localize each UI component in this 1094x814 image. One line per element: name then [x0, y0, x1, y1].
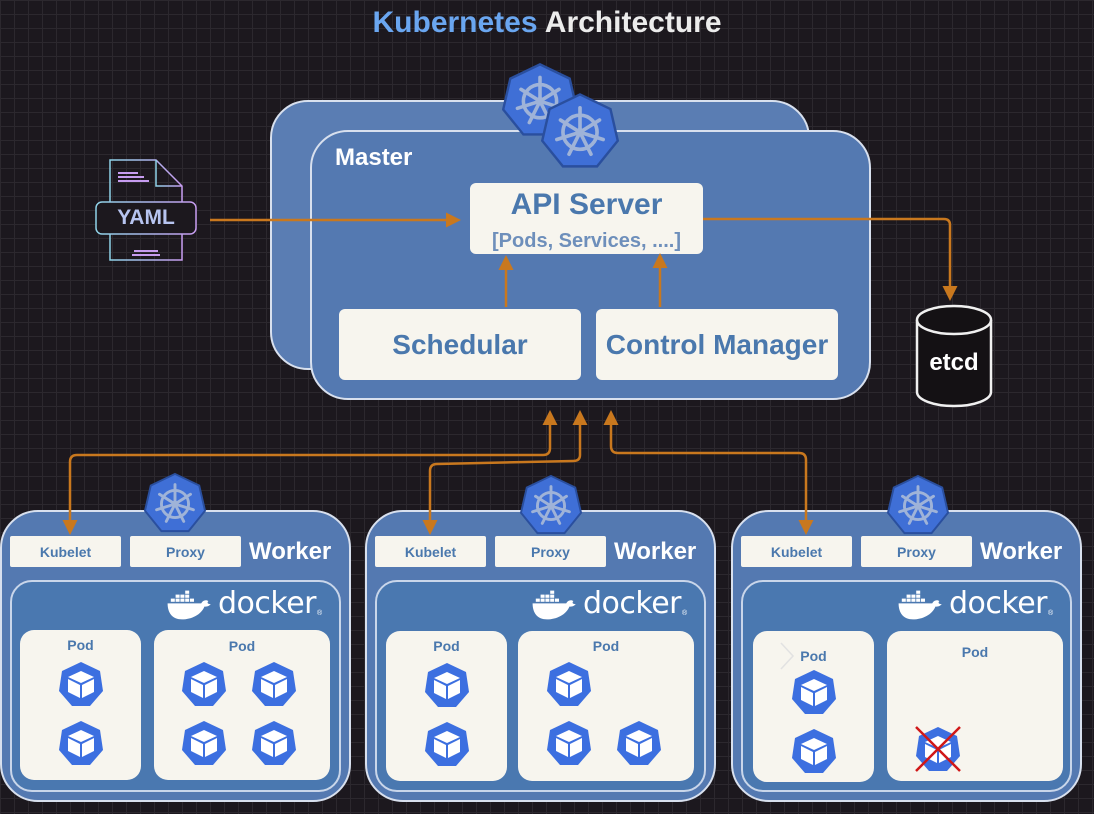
arrow-master-worker2 [422, 410, 588, 535]
docker-wordmark: docker [949, 586, 1048, 621]
pod-box: Pod [20, 630, 141, 780]
arrow-master-worker3 [603, 410, 814, 535]
arrow-master-worker1 [62, 410, 558, 535]
proxy-box: Proxy [130, 536, 241, 567]
title-rest: Architecture [544, 6, 722, 39]
docker-wordmark: docker [218, 586, 317, 621]
kubelet-box: Kubelet [10, 536, 121, 567]
scheduler-box: Schedular [339, 309, 581, 380]
control-manager-box: Control Manager [596, 309, 838, 380]
api-server-name: API Server [510, 188, 663, 221]
registered-mark: ® [1048, 610, 1054, 617]
kubelet-box: Kubelet [375, 536, 486, 567]
pod-label: Pod [67, 637, 94, 653]
arrow-api-to-etcd [703, 217, 958, 301]
etcd-database-icon [915, 304, 993, 408]
yaml-file-icon [95, 159, 197, 261]
registered-mark: ® [317, 610, 323, 617]
pod-box: Pod [753, 631, 874, 782]
api-server-resources: [Pods, Services, ....] [492, 230, 681, 252]
yaml-label: YAML [117, 206, 175, 229]
etcd-label: etcd [929, 349, 979, 376]
kubelet-box: Kubelet [741, 536, 852, 567]
chevron-right-icon [780, 642, 795, 670]
pod-label: Pod [961, 644, 989, 660]
pod-label: Pod [800, 648, 827, 664]
title-highlight: Kubernetes [372, 6, 538, 39]
master-label: Master [335, 144, 413, 171]
pod-cube-failed-icon [915, 726, 961, 772]
pod-box: Pod [386, 631, 507, 781]
api-server-box: API Server [Pods, Services, ....] [470, 183, 703, 254]
pod-box: Pod [518, 631, 694, 781]
docker-wordmark: docker [583, 586, 682, 621]
pod-label: Pod [592, 638, 620, 654]
pod-label: Pod [228, 638, 256, 654]
pod-box: Pod [887, 631, 1063, 781]
proxy-box: Proxy [861, 536, 972, 567]
registered-mark: ® [682, 610, 688, 617]
diagram-title: Kubernetes Architecture [0, 6, 1094, 40]
pod-box: Pod [154, 630, 330, 780]
proxy-box: Proxy [495, 536, 606, 567]
worker-label: Worker [980, 538, 1063, 565]
worker-label: Worker [249, 538, 332, 565]
pod-label: Pod [433, 638, 460, 654]
worker-label: Worker [614, 538, 697, 565]
